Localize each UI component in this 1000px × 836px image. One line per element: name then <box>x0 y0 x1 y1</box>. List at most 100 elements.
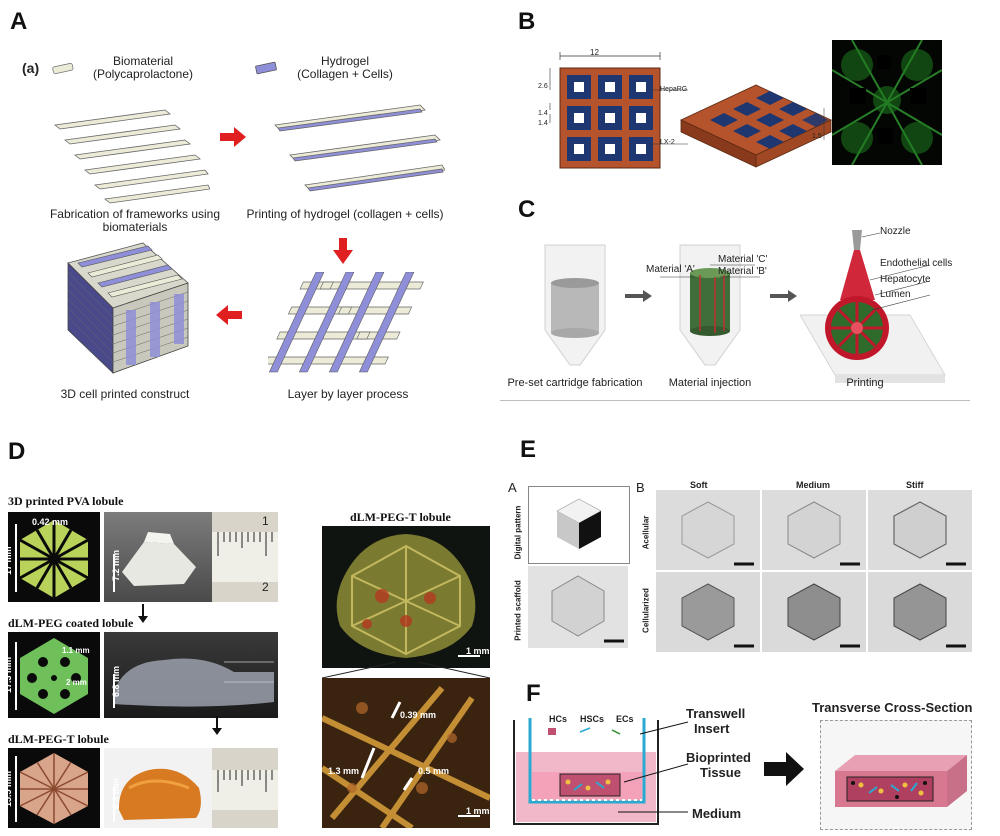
arrow-left-icon <box>216 305 242 325</box>
biomaterial-detail: (Polycaprolactone) <box>92 67 194 81</box>
zoom-b: 1.3 mm <box>328 766 360 776</box>
material-injection <box>660 244 760 366</box>
row3-title: dLM-PEG-T lobule <box>8 732 109 746</box>
c-step2-label: Material injection <box>668 377 752 389</box>
label-tissue: Tissue <box>700 765 741 780</box>
hydrogel-swatch <box>255 61 277 75</box>
cellularized-soft <box>656 572 760 652</box>
ruler-3 <box>212 748 278 828</box>
row-cellularized-label: Cellularized <box>641 588 651 633</box>
arrow-down-icon <box>333 238 353 264</box>
pva-lobule-photo <box>8 512 100 602</box>
hydrogel-label: Hydrogel (Collagen + Cells) <box>280 55 410 81</box>
digital-pattern <box>528 486 630 564</box>
hydrogel-rods <box>274 104 445 192</box>
row2-side: 6.8 mm <box>111 665 121 697</box>
pegt-side-photo <box>104 748 212 828</box>
label-hepatocyte: Hepatocyte <box>880 274 931 285</box>
label-nozzle: Nozzle <box>880 226 911 237</box>
label-medium: Medium <box>692 806 742 821</box>
scaffold-top-view <box>549 52 661 169</box>
col-soft: Soft <box>690 480 708 490</box>
c-arrow1-icon <box>625 290 652 302</box>
row3-side: 6.5 mm <box>111 777 121 809</box>
label-insert: Insert <box>694 721 730 736</box>
label-material-c: Material 'C' <box>718 254 768 265</box>
label-material-a: Material 'A' <box>646 264 695 275</box>
coated-side-photo <box>104 632 278 718</box>
label-hcs: HCs <box>549 714 568 724</box>
printing-illustration <box>800 230 946 383</box>
panel-e-sub-a: A <box>508 480 517 495</box>
arrow-down-d2-icon <box>212 716 222 735</box>
cellularized-medium <box>762 572 866 652</box>
label-ecs: ECs <box>616 714 634 724</box>
label-lumen: Lumen <box>880 289 911 300</box>
panel-e-sub-b: B <box>636 480 645 495</box>
arrow-right-icon <box>220 127 246 147</box>
panel-c-letter: C <box>518 196 536 223</box>
panel-a-letter: A <box>10 8 28 35</box>
step1-label: Fabrication of frameworks using biomater… <box>49 207 221 234</box>
panel-a-sublabel: (a) <box>22 60 40 76</box>
acellular-medium <box>762 490 866 570</box>
panel-b-letter: B <box>518 8 536 35</box>
scaffold-leaders <box>650 89 688 145</box>
row-digital-label: Digital pattern <box>513 505 523 560</box>
big-lobule-photo <box>322 526 490 668</box>
step2-label: Printing of hydrogel (collagen + cells) <box>246 207 444 221</box>
fluorescence-image <box>832 40 942 165</box>
printed-scaffold-photo <box>528 566 628 648</box>
col-stiff: Stiff <box>906 480 924 490</box>
c-step1-label: Pre-set cartridge fabrication <box>507 377 643 389</box>
layer-grid <box>268 272 424 373</box>
biomaterial-name: Biomaterial <box>112 54 174 68</box>
panel-d-letter: D <box>8 438 26 465</box>
pva-side-photo <box>104 512 212 602</box>
printed-construct <box>67 242 189 374</box>
step3-label: Layer by layer process <box>287 387 409 401</box>
zoom-connectors <box>322 661 490 679</box>
biomaterial-label: Biomaterial (Polycaprolactone) <box>78 55 208 81</box>
label-bioprinted-tissue: Bioprinted Tissue <box>686 750 751 780</box>
biomaterial-swatch <box>52 62 74 75</box>
zoom-c: 0.5 mm <box>418 766 450 776</box>
row-acellular-label: Acellular <box>641 515 651 550</box>
label-endothelial: Endothelial cells <box>880 258 953 269</box>
cellularized-stiff <box>868 572 972 652</box>
row1-height: 17 mm <box>3 546 13 575</box>
label-material-b: Material 'B' <box>718 266 767 277</box>
label-bioprinted: Bioprinted <box>686 750 751 765</box>
cross-section-title: Transverse Cross-Section <box>812 700 973 715</box>
row2-w1: 1.1 mm <box>62 646 90 655</box>
pegt-lobule-photo <box>8 748 100 828</box>
label-hscs: HSCs <box>580 714 605 724</box>
zoom-scale: 1 mm <box>466 806 490 816</box>
row2-title: dLM-PEG coated lobule <box>8 616 134 630</box>
scaffold-iso-view <box>680 84 832 168</box>
ruler-1 <box>212 512 278 602</box>
label-transwell: Transwell <box>686 706 746 721</box>
preset-cartridge <box>544 244 606 366</box>
hydrogel-detail: (Collagen + Cells) <box>297 67 393 81</box>
row1-side: 7.2 mm <box>111 549 121 581</box>
label-transwell-insert: Transwell Insert <box>686 706 745 736</box>
panel-e-letter: E <box>520 436 537 463</box>
col-medium: Medium <box>796 480 831 490</box>
label-lx2: LX-2 <box>660 139 675 146</box>
c-arrow2-icon <box>770 290 797 302</box>
dim-b: 1.4 <box>538 110 548 117</box>
cross-section-box <box>820 720 972 830</box>
row2-w2: 2 mm <box>66 678 87 687</box>
transwell-diagram <box>513 718 688 825</box>
row1-width: 0.42 mm <box>32 517 69 527</box>
arrow-right-f-icon <box>764 752 804 786</box>
row3-height: 15.5 mm <box>3 770 13 807</box>
ruler-1-mark-1: 1 <box>262 514 269 528</box>
c-step3-label: Printing <box>846 377 884 389</box>
row-printed-label: Printed scaffold <box>513 580 523 641</box>
big-lobule-title: dLM-PEG-T lobule <box>350 510 451 524</box>
arrow-down-d1-icon <box>138 604 148 623</box>
zoom-a: 0.39 mm <box>400 710 437 720</box>
big-lobule-scale: 1 mm <box>466 646 490 656</box>
